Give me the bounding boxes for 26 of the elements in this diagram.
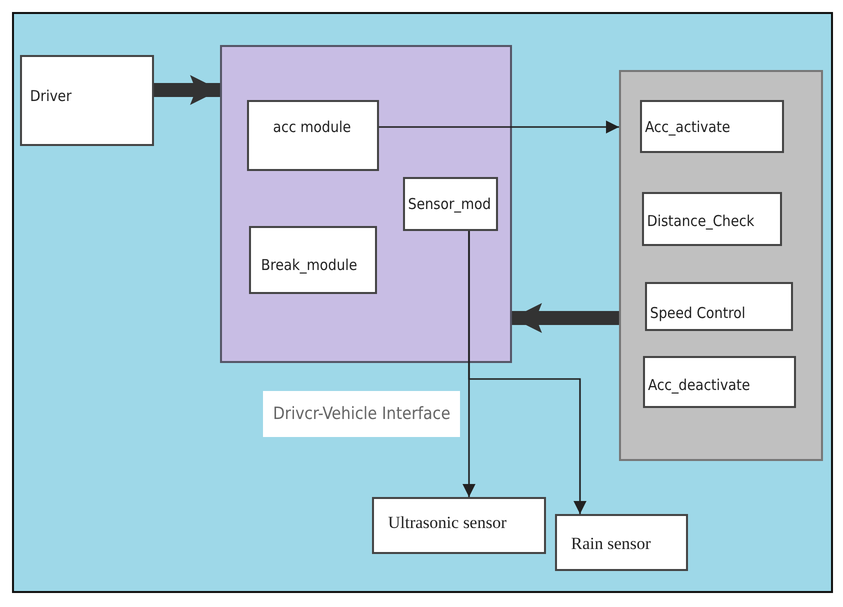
arrow (468, 231, 586, 514)
module-box (642, 192, 782, 246)
node-label: acc module (273, 118, 351, 136)
module-box (249, 226, 377, 294)
node-label: Break_module (261, 256, 358, 274)
module-box (645, 282, 793, 331)
module-box (640, 100, 784, 153)
node-label: Acc_activate (645, 118, 730, 136)
node-label: Rain sensor (571, 534, 651, 554)
arrow (379, 120, 619, 134)
node-label: Acc_deactivate (648, 376, 750, 394)
node-label: Drivcr-Vehicle Interface (263, 391, 460, 437)
thick-arrow (154, 75, 220, 105)
thick-arrow (512, 303, 619, 333)
node-label: Distance_Check (647, 212, 754, 230)
node-label: Sensor_mod (408, 195, 491, 213)
module-box (555, 514, 688, 571)
module-box (247, 100, 379, 171)
module-box (20, 55, 154, 146)
module-box (372, 497, 546, 554)
node-label: Driver (30, 87, 72, 105)
module-box (403, 177, 498, 231)
module-box (643, 356, 796, 408)
node-label: Ultrasonic sensor (388, 513, 507, 533)
node-label: Speed Control (650, 304, 746, 322)
container-box (619, 70, 823, 461)
